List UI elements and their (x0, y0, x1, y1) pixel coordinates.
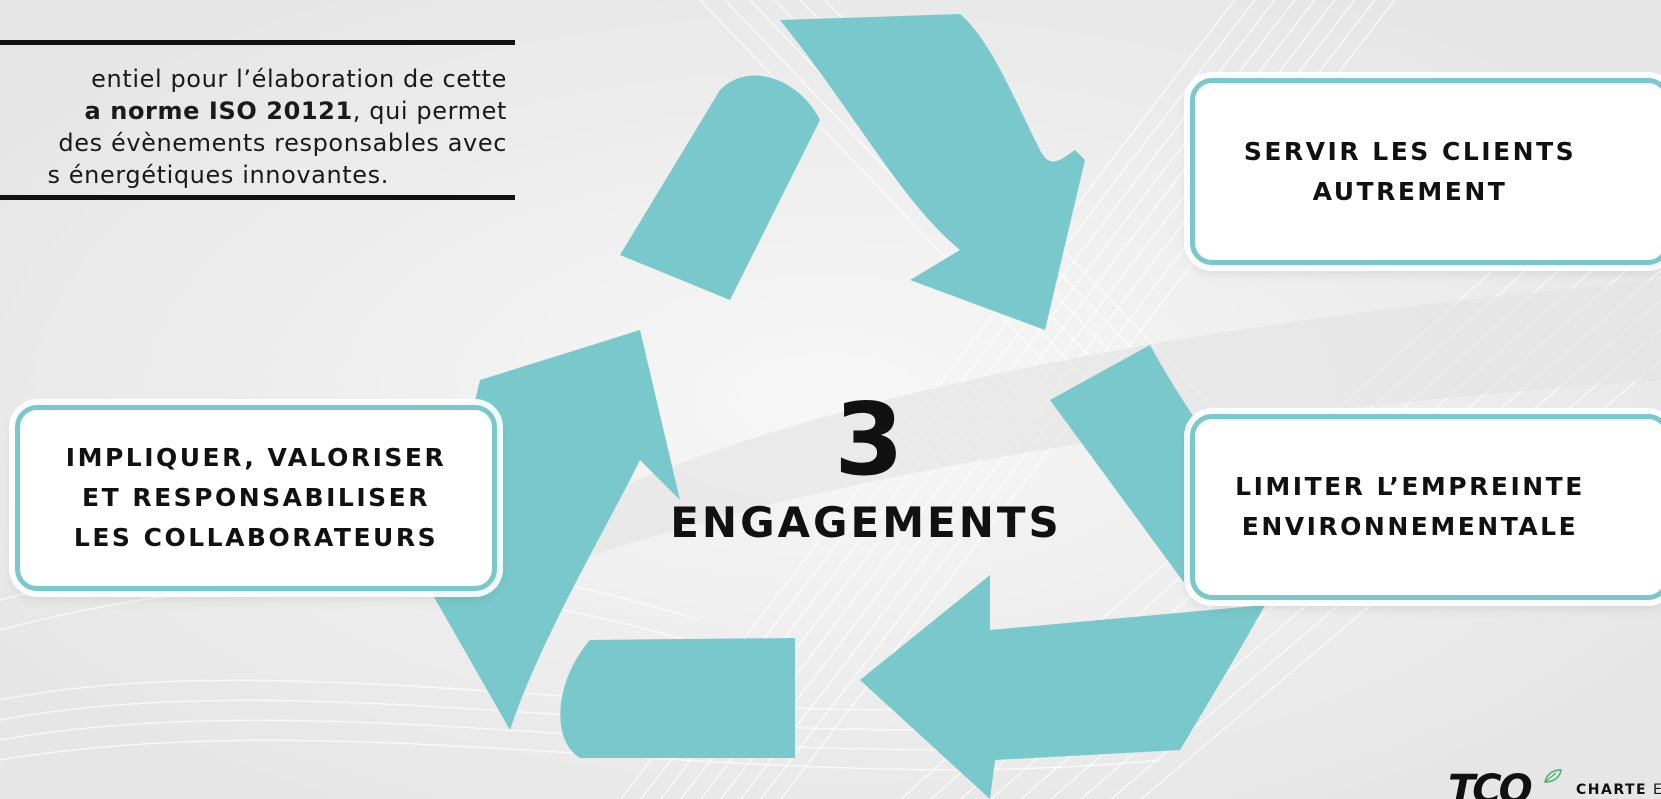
intro-line-1: entiel pour l’élaboration de cette (91, 65, 507, 93)
intro-line-4: s énergétiques innovantes. (47, 161, 389, 189)
engagement-count: 3 (834, 381, 904, 498)
iso-norm-bold: a norme ISO 20121 (84, 97, 353, 125)
engagements-label: ENGAGEMENTS (670, 498, 1062, 547)
arrow-bottom-stub-icon (560, 638, 795, 758)
logo-mark: TCO (1448, 768, 1533, 799)
intro-text-block: entiel pour l’élaboration de cette a nor… (0, 40, 515, 200)
intro-line-3: des évènements responsables avec (58, 129, 507, 157)
leaf-icon (1544, 769, 1562, 783)
arrow-top-left-stub-icon (620, 75, 820, 300)
intro-line-2-rest: , qui permet (352, 97, 507, 125)
engagement-card-collaborateurs: IMPLIQUER, VALORISER ET RESPONSABILISER … (15, 405, 497, 591)
engagement-card-environnement: LIMITER L’EMPREINTE ENVIRONNEMENTALE (1190, 414, 1661, 600)
logo-caption-rest: EN (1653, 782, 1661, 798)
engagement-card-label: LIMITER L’EMPREINTE ENVIRONNEMENTALE (1235, 472, 1585, 541)
intro-line-2: a norme ISO 20121, qui permet (85, 97, 507, 125)
engagement-card-clients: SERVIR LES CLIENTS AUTREMENT (1190, 78, 1661, 265)
engagement-card-label: IMPLIQUER, VALORISER ET RESPONSABILISER … (65, 443, 447, 552)
brand-logo: TCO CHARTE EN (1448, 768, 1661, 799)
center-title: 3 ENGAGEMENTS (646, 381, 1086, 548)
logo-caption-bold: CHARTE (1576, 782, 1648, 798)
arrow-right-stub-icon (1050, 345, 1230, 584)
arrow-bottom-right-icon (860, 575, 1265, 799)
engagement-card-label: SERVIR LES CLIENTS AUTREMENT (1243, 136, 1577, 206)
logo-caption: CHARTE EN (1576, 782, 1661, 798)
arrow-top-right-icon (780, 14, 1085, 330)
